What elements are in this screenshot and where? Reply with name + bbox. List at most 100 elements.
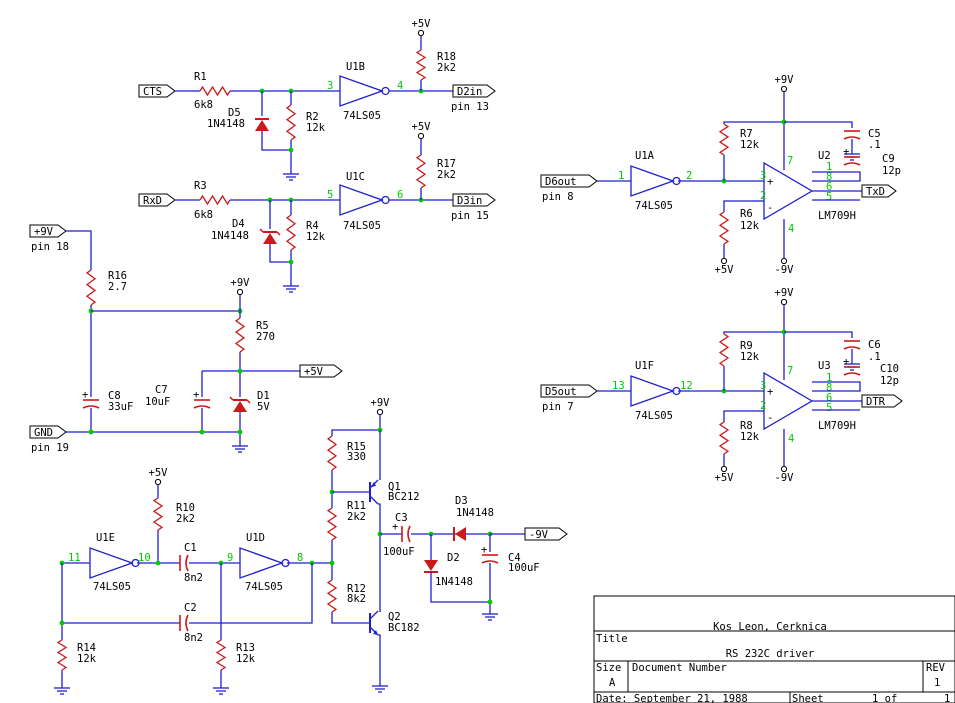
pin-number: 3 [760, 170, 766, 182]
resistor-zigzag [326, 435, 338, 471]
resistor-zigzag [234, 317, 246, 353]
port-gnd: GND [34, 427, 53, 439]
resistor-zigzag [199, 194, 231, 206]
resistor-icon [718, 333, 730, 367]
size-label: Size [596, 662, 621, 674]
pin-number: 7 [787, 155, 793, 167]
transistor-arrow [371, 482, 376, 487]
undefined: 2k2 [176, 513, 195, 525]
undefined: 74LS05 [343, 110, 381, 122]
power-terminal [417, 29, 425, 37]
undefined: 33uF [108, 401, 133, 413]
cap-plus: + [843, 146, 849, 158]
zener-tail [246, 399, 251, 404]
undefined: R17 [437, 158, 456, 170]
undefined: R9 [740, 340, 753, 352]
wire [784, 121, 853, 128]
resistor-icon [234, 317, 246, 353]
port-flag-icon: -9V [524, 527, 568, 541]
wire [723, 331, 784, 334]
wire [331, 612, 370, 624]
port-flag [861, 394, 903, 408]
capacitor-icon: + [481, 544, 499, 564]
resistor-zigzag [718, 123, 730, 156]
undefined: 270 [256, 331, 275, 343]
wire [812, 171, 861, 182]
resistor-zigzag [718, 421, 730, 455]
capacitor-icon: + [843, 356, 861, 376]
power-terminal-icon: -9V [775, 257, 794, 276]
undefined: pin 8 [542, 191, 574, 203]
power-terminal [376, 408, 384, 416]
undefined: pin 18 [31, 241, 69, 253]
port-flag-icon: D5out [540, 384, 598, 398]
undefined: U1B [346, 61, 365, 73]
resistor-icon [415, 49, 427, 81]
port-flag-icon: CTS [138, 84, 176, 98]
cap-plate [185, 554, 189, 572]
port-flag [29, 425, 67, 439]
undefined: BC182 [388, 622, 420, 634]
pin-number: 5 [327, 189, 333, 201]
resistor-zigzag [56, 639, 68, 671]
undefined: C1 [184, 542, 197, 554]
undefined: U1C [346, 171, 365, 183]
power-terminal [154, 478, 162, 486]
port-rxd: RxD [143, 195, 162, 207]
power-label: +5V [412, 121, 432, 133]
opamp-icon: +- [763, 161, 814, 221]
wire [812, 381, 861, 392]
port-dtr: DTR [866, 396, 886, 408]
power-terminal-icon: +5V [149, 467, 168, 486]
diode-body [424, 560, 438, 571]
undefined: pin 15 [451, 210, 489, 222]
port-flag-icon: TxD [861, 184, 897, 198]
pin-number: 2 [760, 400, 766, 412]
port-p9v: +9V [34, 226, 54, 238]
capacitor-icon: + [193, 389, 211, 409]
cap-plate [82, 405, 100, 409]
junction-dot [237, 429, 243, 435]
inverter-icon [630, 375, 681, 407]
port-p5v: +5V [304, 366, 324, 378]
resistor-zigzag [85, 269, 97, 306]
cap-plate [185, 614, 189, 632]
resistor-icon [285, 214, 297, 251]
cap-plus: + [82, 389, 88, 401]
ground-icon [213, 682, 229, 695]
resistor-icon [85, 269, 97, 306]
undefined: .1 [868, 351, 881, 363]
undefined: 12k [306, 122, 326, 134]
diode-body [255, 120, 269, 131]
resistor-icon [326, 507, 338, 541]
power-terminal-icon: +5V [715, 465, 735, 484]
undefined: 12p [882, 165, 901, 177]
inverter-body [89, 547, 134, 579]
undefined: C8 [108, 390, 121, 402]
ground-icon [482, 608, 498, 621]
undefined: U3 [818, 360, 831, 372]
undefined: R4 [306, 220, 319, 232]
opamp-plus: + [767, 176, 773, 188]
power-label: +9V [231, 277, 251, 289]
port-flag [452, 84, 496, 98]
capacitor-icon [843, 130, 861, 140]
undefined: 12k [306, 231, 326, 243]
undefined: D1 [257, 390, 270, 402]
cap-plate [481, 560, 499, 564]
resistor-zigzag [215, 639, 227, 671]
wire [66, 230, 92, 270]
resistor-icon [199, 194, 231, 206]
port-d6out: D6out [545, 176, 577, 188]
capacitor-icon: + [82, 389, 100, 409]
power-label: +5V [715, 472, 735, 484]
junction-dot [199, 429, 205, 435]
port-flag [299, 364, 343, 378]
junction-dot [88, 429, 94, 435]
pin-number: 2 [686, 170, 692, 182]
transistor-leg [369, 610, 379, 620]
undefined: 2k2 [347, 511, 366, 523]
resistor-icon [718, 123, 730, 156]
capacitor-icon [843, 340, 861, 350]
